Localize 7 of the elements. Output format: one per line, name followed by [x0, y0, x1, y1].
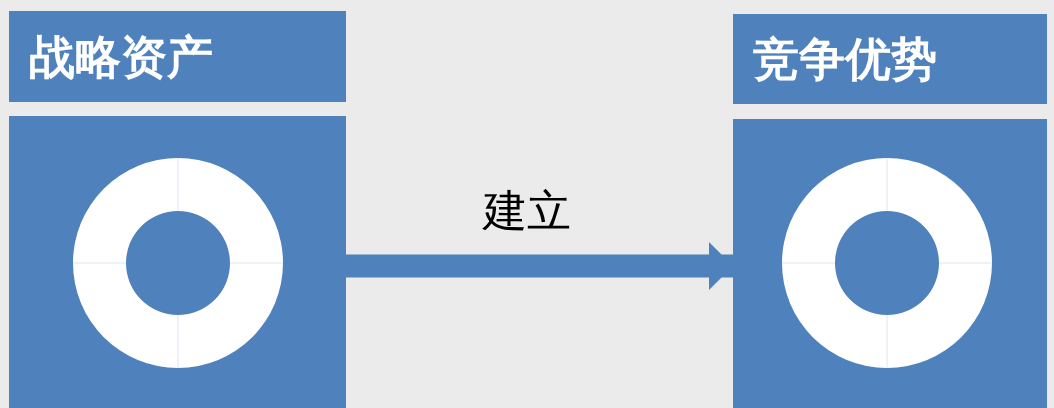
title-text: 战略资产	[29, 33, 213, 80]
title-box	[733, 14, 1047, 104]
panel-box	[9, 116, 346, 408]
title-box	[9, 11, 346, 102]
title-text: 竞争优势	[753, 36, 937, 82]
edge-label: 建立	[483, 189, 571, 233]
panel-box	[733, 119, 1047, 408]
